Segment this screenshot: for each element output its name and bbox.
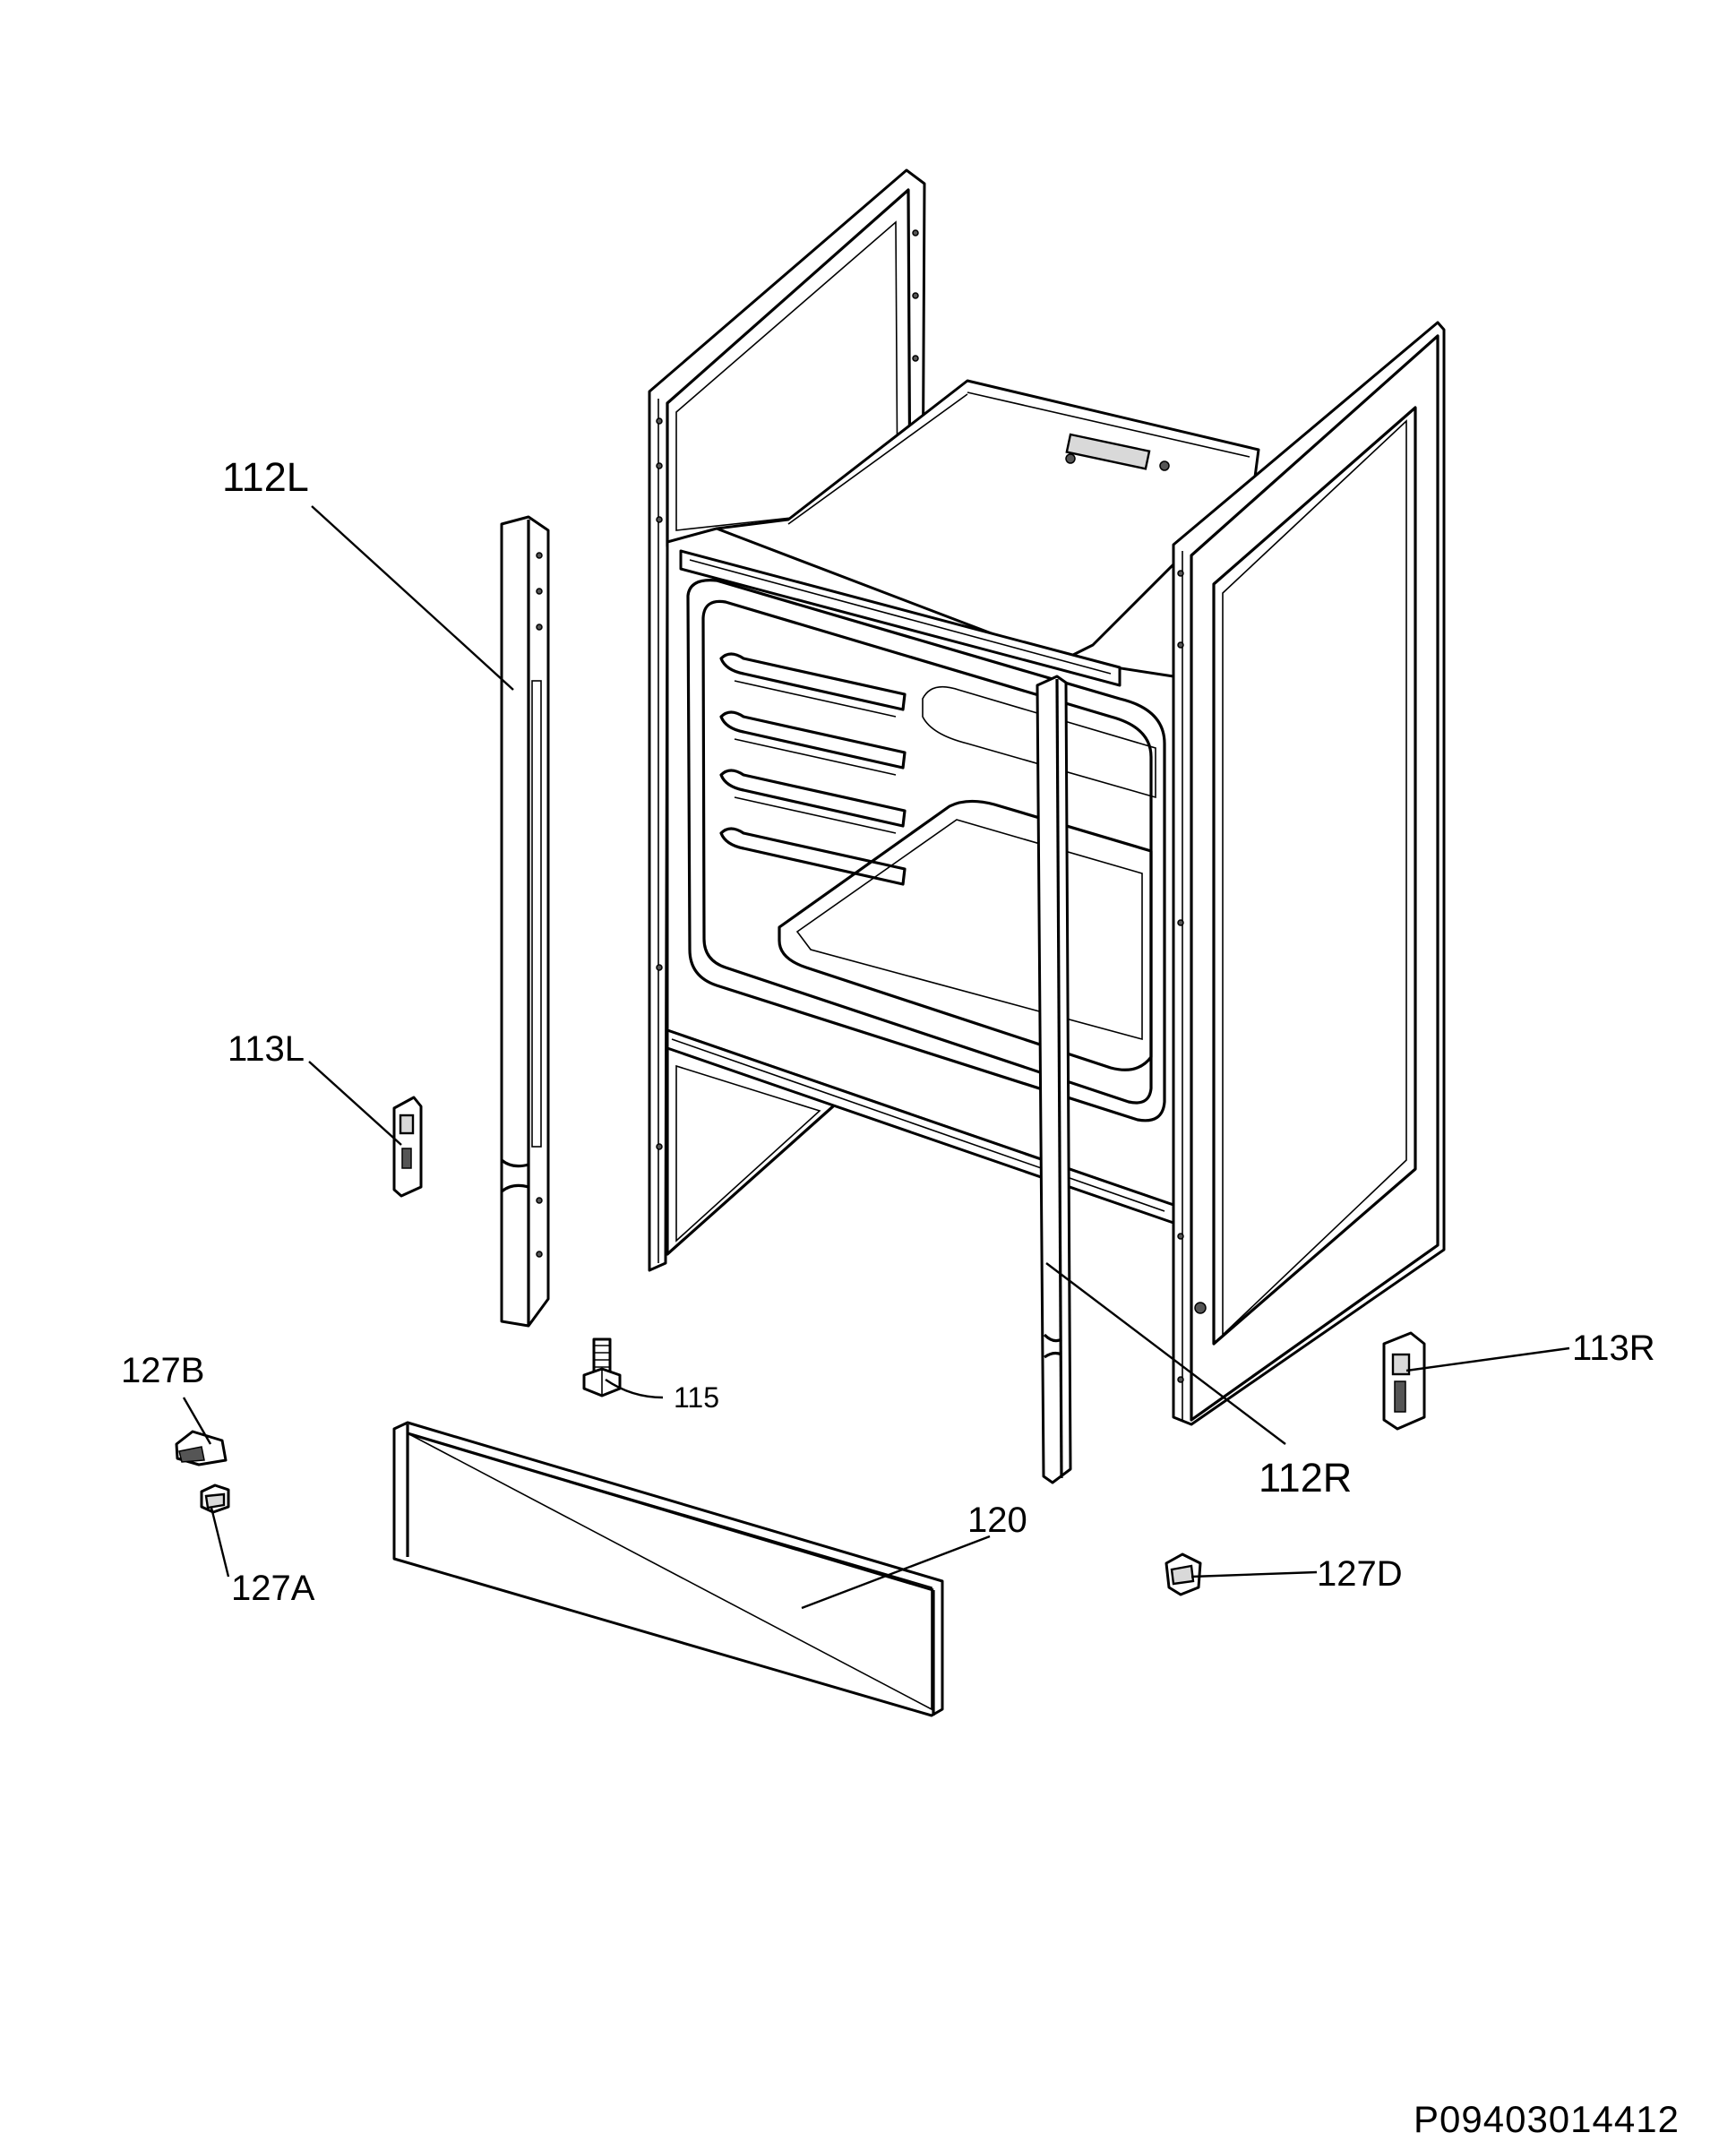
part-112R-right-trim-strip [1036, 675, 1072, 1484]
rivets-left [656, 229, 919, 1150]
shelf-runners [719, 652, 907, 886]
rivets-right [1177, 570, 1207, 1383]
drawing-code: P09403014412 [1414, 2098, 1680, 2140]
label-112L: 112L [222, 454, 309, 500]
part-115-adjustable-foot [582, 1337, 622, 1398]
leader-lines [182, 505, 1570, 1610]
label-127D: 127D [1317, 1554, 1403, 1594]
label-113L: 113L [228, 1029, 305, 1069]
label-115: 115 [674, 1381, 719, 1414]
part-labels: 112L 113L 127B 127A 115 120 112R 113R 12… [121, 454, 1655, 1608]
part-127B-clip [175, 1430, 228, 1466]
part-120-kick-plate [392, 1421, 944, 1717]
part-112L-left-trim-strip [500, 515, 550, 1328]
label-127A: 127A [231, 1569, 315, 1608]
label-127B: 127B [121, 1351, 204, 1390]
label-120: 120 [967, 1501, 1027, 1540]
part-113L-hinge-bracket [392, 1096, 423, 1198]
label-112R: 112R [1259, 1455, 1352, 1501]
label-113R: 113R [1572, 1329, 1655, 1368]
part-127D-clip [1164, 1552, 1202, 1596]
right-side-panel [1172, 321, 1446, 1426]
part-127A-cap [200, 1484, 230, 1514]
part-113R-hinge-bracket [1382, 1331, 1426, 1431]
